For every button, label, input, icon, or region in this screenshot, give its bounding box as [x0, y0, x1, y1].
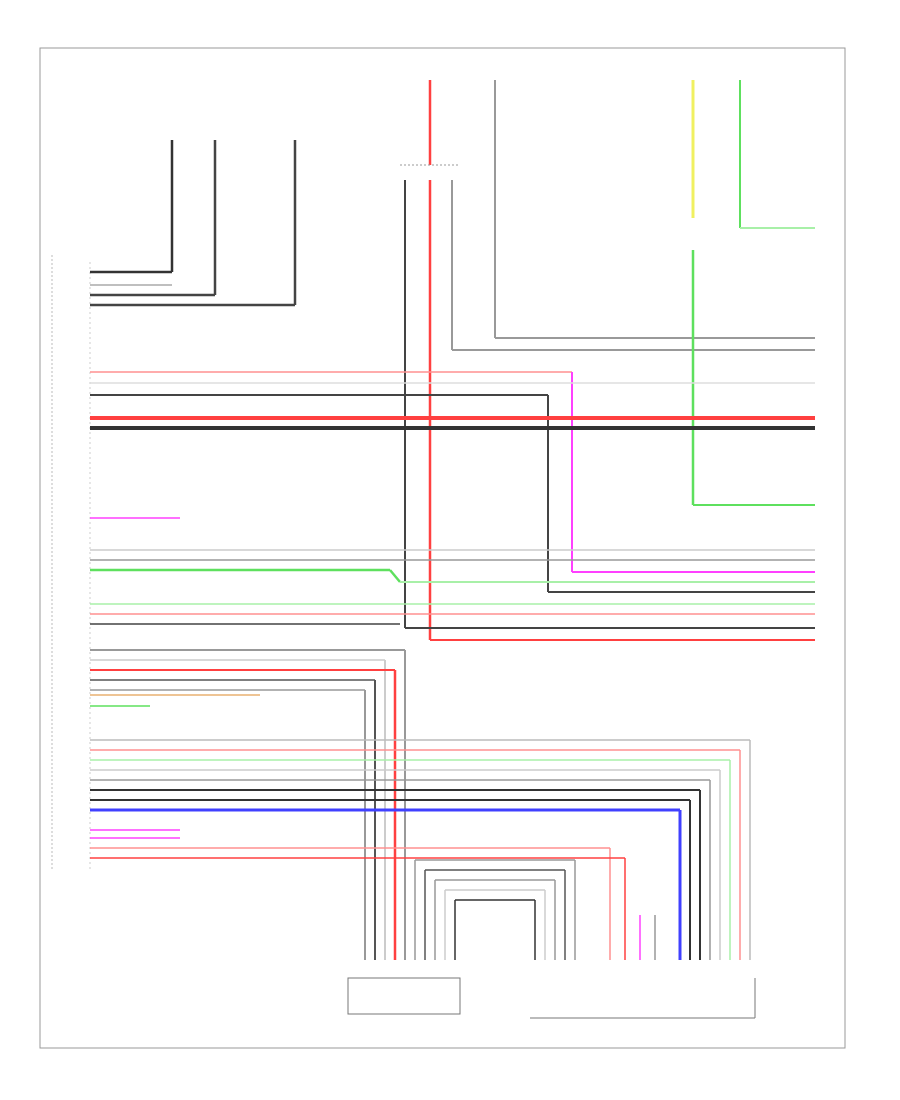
top-right-fuses: [691, 80, 815, 506]
bottom-left-component: [347, 977, 461, 1015]
loop-harness: [414, 859, 656, 960]
main-harness: [90, 371, 815, 625]
top-center-fuses: [400, 80, 815, 641]
lower-harness: [90, 649, 751, 960]
diagram-border: [39, 47, 846, 1049]
top-left-supply: [90, 140, 297, 307]
